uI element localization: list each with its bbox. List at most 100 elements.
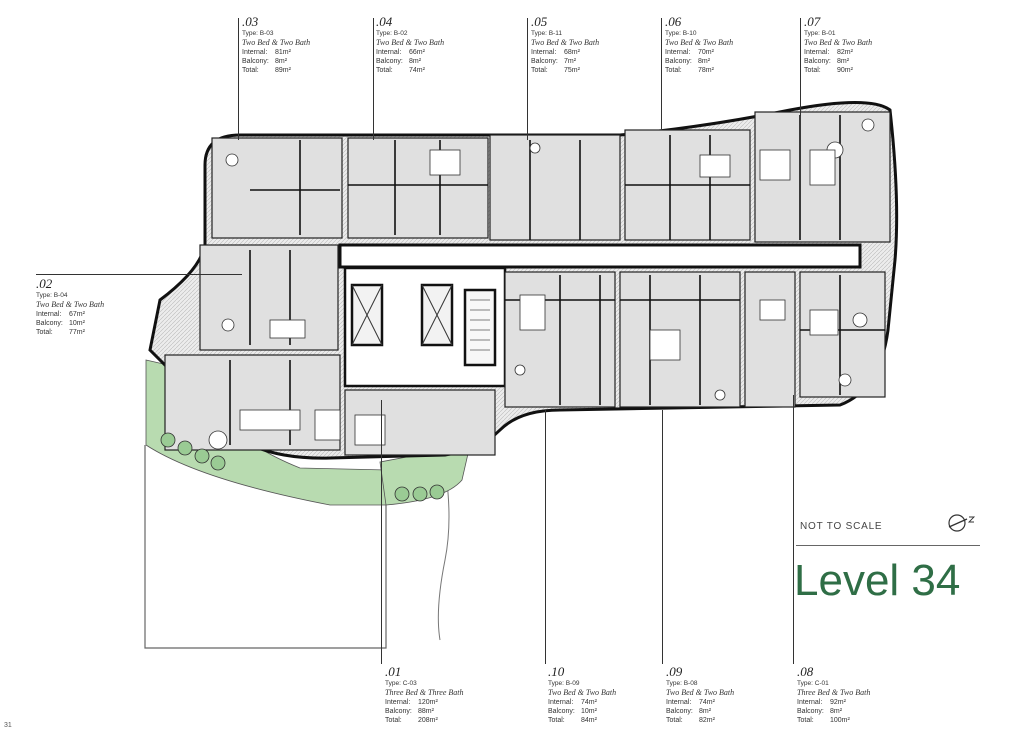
total-label: Total: (376, 67, 393, 74)
total-label: Total: (242, 67, 259, 74)
total-label: Total: (531, 67, 548, 74)
internal-label: Internal: (665, 49, 691, 56)
unit-description: Two Bed & Two Bath (666, 688, 735, 697)
internal-area: 74m² (699, 699, 715, 706)
unit-type: Type: B-09 (548, 680, 580, 687)
total-area: 89m² (275, 67, 291, 74)
balcony-area: 8m² (275, 58, 288, 65)
unit-type: Type: B-04 (36, 292, 68, 299)
total-area: 77m² (69, 329, 85, 336)
leader-line-03 (238, 18, 239, 140)
balcony-label: Balcony: (804, 58, 831, 65)
page-number: 31 (4, 722, 12, 729)
total-area: 75m² (564, 67, 580, 74)
leader-line-02 (36, 274, 242, 275)
core (343, 266, 507, 388)
total-label: Total: (385, 717, 402, 724)
leader-line-08 (793, 395, 794, 664)
internal-label: Internal: (376, 49, 402, 56)
internal-area: 67m² (69, 311, 85, 318)
unit-label-06: .06 Type: B-10 Two Bed & Two Bath Intern… (665, 15, 815, 75)
leader-line-09 (662, 410, 663, 664)
internal-label: Internal: (36, 311, 62, 318)
unit-label-04: .04 Type: B-02 Two Bed & Two Bath Intern… (376, 15, 526, 75)
internal-label: Internal: (804, 49, 830, 56)
leader-line-05 (527, 18, 528, 140)
trees (160, 430, 445, 502)
total-label: Total: (804, 67, 821, 74)
total-label: Total: (665, 67, 682, 74)
balcony-label: Balcony: (531, 58, 558, 65)
total-area: 100m² (830, 717, 850, 724)
level-title: Level 34 (794, 556, 961, 605)
unit-number: .02 (36, 276, 53, 291)
balcony-label: Balcony: (376, 58, 403, 65)
unit-number: .07 (804, 14, 821, 29)
leader-line-01 (381, 400, 382, 664)
unit-label-08: .08 Type: C-01 Three Bed & Two Bath Inte… (797, 665, 947, 725)
balcony-label: Balcony: (548, 708, 575, 715)
unit-description: Three Bed & Two Bath (797, 688, 871, 697)
north-arrow-icon (948, 514, 976, 532)
internal-area: 68m² (564, 49, 580, 56)
internal-label: Internal: (797, 699, 823, 706)
internal-label: Internal: (242, 49, 268, 56)
leader-line-07 (800, 18, 801, 116)
not-to-scale-note: NOT TO SCALE (800, 521, 883, 532)
unit-description: Two Bed & Two Bath (665, 38, 734, 47)
internal-label: Internal: (666, 699, 692, 706)
internal-area: 70m² (698, 49, 714, 56)
total-label: Total: (36, 329, 53, 336)
divider (796, 545, 980, 546)
balcony-label: Balcony: (797, 708, 824, 715)
unit-type: Type: C-01 (797, 680, 829, 687)
internal-area: 92m² (830, 699, 846, 706)
unit-number: .06 (665, 14, 682, 29)
balcony-label: Balcony: (36, 320, 63, 327)
unit-type: Type: B-11 (531, 30, 562, 37)
unit-label-10: .10 Type: B-09 Two Bed & Two Bath Intern… (548, 665, 698, 725)
unit-number: .01 (385, 664, 402, 679)
balcony-area: 8m² (699, 708, 712, 715)
internal-area: 81m² (275, 49, 291, 56)
total-area: 82m² (699, 717, 715, 724)
balcony-area: 8m² (409, 58, 422, 65)
balcony-label: Balcony: (666, 708, 693, 715)
leader-line-06 (661, 18, 662, 130)
unit-label-05: .05 Type: B-11 Two Bed & Two Bath Intern… (531, 15, 681, 75)
unit-description: Three Bed & Three Bath (385, 688, 464, 697)
corridor (338, 243, 862, 269)
balcony-label: Balcony: (385, 708, 412, 715)
total-area: 78m² (698, 67, 714, 74)
unit-label-09: .09 Type: B-08 Two Bed & Two Bath Intern… (666, 665, 816, 725)
balcony-area: 7m² (564, 58, 577, 65)
units-west (164, 244, 496, 456)
leader-line-10 (545, 410, 546, 664)
internal-label: Internal: (548, 699, 574, 706)
total-area: 208m² (418, 717, 438, 724)
balcony-area: 8m² (698, 58, 711, 65)
internal-label: Internal: (385, 699, 411, 706)
unit-description: Two Bed & Two Bath (804, 38, 873, 47)
total-area: 90m² (837, 67, 853, 74)
unit-number: .04 (376, 14, 393, 29)
balcony-label: Balcony: (242, 58, 269, 65)
unit-description: Two Bed & Two Bath (36, 300, 105, 309)
internal-area: 120m² (418, 699, 438, 706)
unit-description: Two Bed & Two Bath (548, 688, 617, 697)
total-area: 74m² (409, 67, 425, 74)
unit-number: .03 (242, 14, 259, 29)
leader-line-04 (373, 18, 374, 140)
unit-type: Type: C-03 (385, 680, 417, 687)
unit-label-01: .01 Type: C-03 Three Bed & Three Bath In… (385, 665, 535, 725)
total-label: Total: (797, 717, 814, 724)
unit-label-03: .03 Type: B-03 Two Bed & Two Bath Intern… (242, 15, 392, 75)
unit-label-02: .02 Type: B-04 Two Bed & Two Bath Intern… (36, 277, 186, 337)
balcony-area: 88m² (418, 708, 434, 715)
unit-type: Type: B-01 (804, 30, 836, 37)
total-label: Total: (548, 717, 565, 724)
total-area: 84m² (581, 717, 597, 724)
unit-description: Two Bed & Two Bath (376, 38, 445, 47)
unit-type: Type: B-10 (665, 30, 697, 37)
